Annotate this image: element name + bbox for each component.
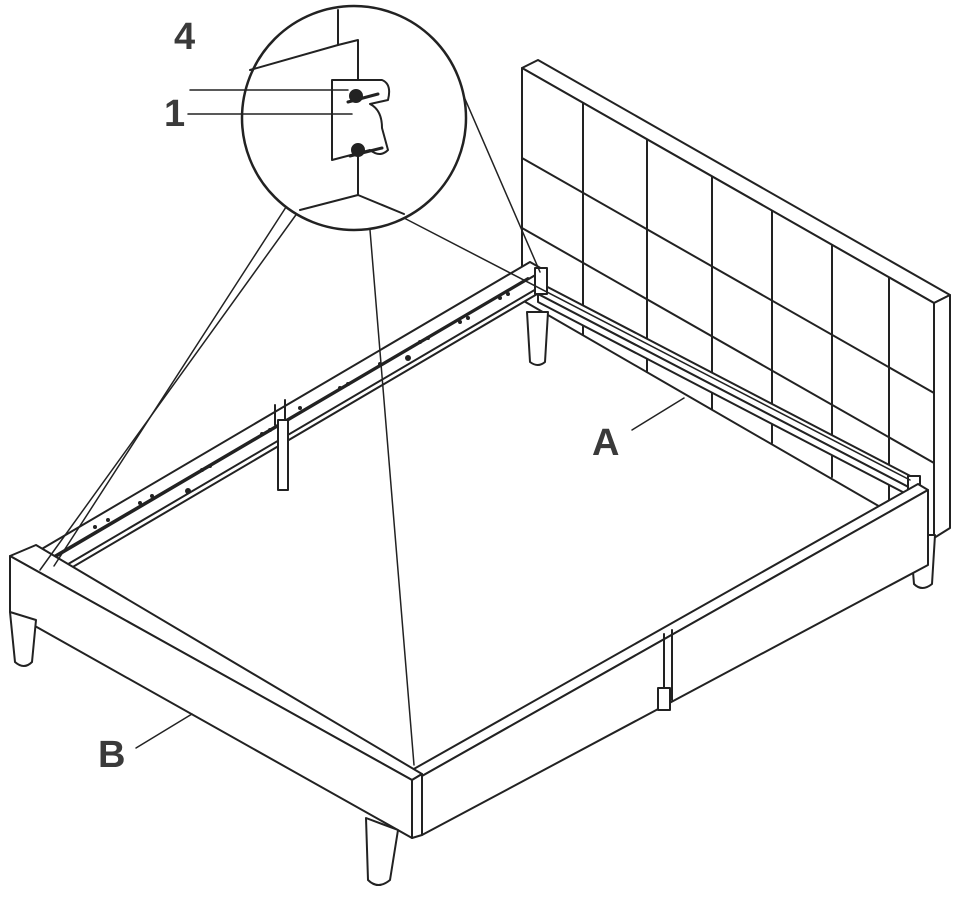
side-rail-right <box>411 483 929 836</box>
callout-part-b: B <box>98 734 126 776</box>
callout-part-1: 1 <box>164 93 186 135</box>
front-legs <box>9 611 399 886</box>
foot-rail <box>9 544 423 839</box>
callout-part-4: 4 <box>174 16 196 58</box>
center-support-leg <box>277 419 289 491</box>
callout-part-a: A <box>592 422 620 464</box>
detail-zoom-circle <box>39 4 911 766</box>
right-support-leg <box>657 687 671 711</box>
leader-lines <box>135 89 685 749</box>
side-rail-left <box>39 261 545 579</box>
